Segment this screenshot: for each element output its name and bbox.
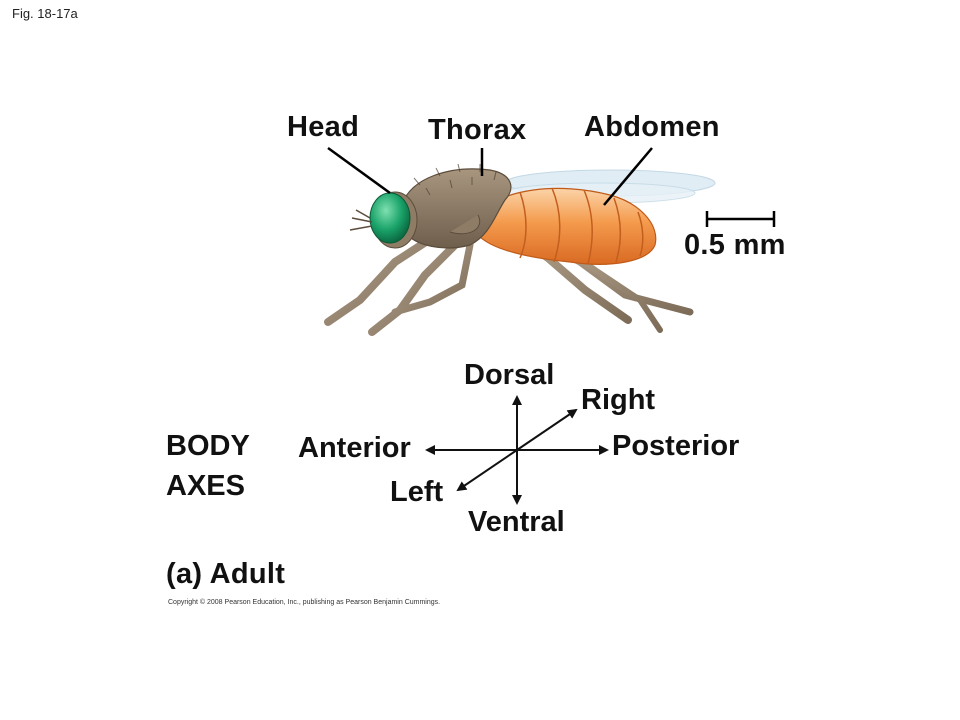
body-axes-title-line2: AXES — [166, 470, 245, 502]
body-axes-arrows — [425, 395, 609, 505]
abdomen — [477, 187, 657, 265]
left-label: Left — [390, 476, 444, 508]
thorax — [401, 163, 512, 249]
right-arrow — [516, 408, 578, 451]
left-arrow — [456, 449, 518, 492]
scale-bar-label: 0.5 mm — [684, 229, 786, 261]
anterior-label: Anterior — [298, 432, 411, 464]
head — [349, 191, 418, 249]
posterior-label: Posterior — [612, 430, 740, 462]
head-label: Head — [287, 111, 360, 143]
body-axes-title-line1: BODY — [166, 430, 250, 462]
ventral-label: Ventral — [468, 506, 565, 538]
figure-label: Fig. 18-17a — [12, 6, 78, 21]
panel-title: (a) Adult — [166, 558, 286, 590]
copyright-text: Copyright © 2008 Pearson Education, Inc.… — [168, 599, 441, 606]
head-leader-line — [327, 146, 391, 195]
scale-bar — [705, 211, 776, 227]
right-label: Right — [581, 384, 656, 416]
thorax-label: Thorax — [428, 114, 527, 146]
abdomen-leader-line — [603, 147, 653, 206]
abdomen-label: Abdomen — [584, 111, 720, 143]
dorsal-label: Dorsal — [464, 359, 555, 391]
